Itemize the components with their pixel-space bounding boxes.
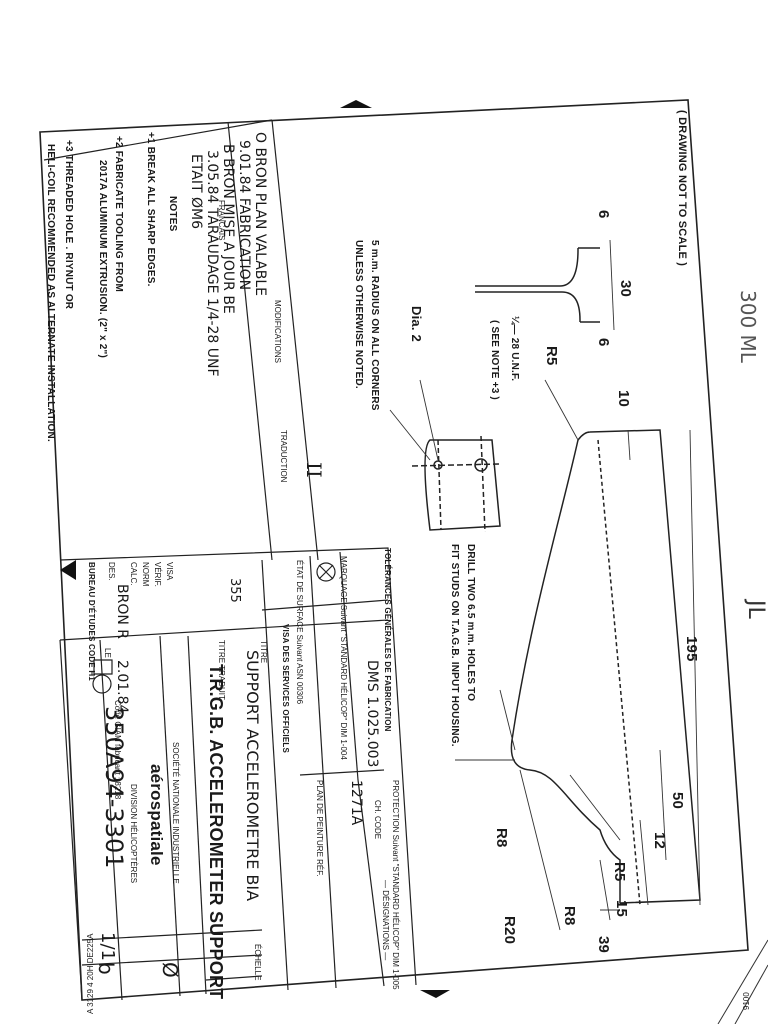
dimension-6-top: 6 xyxy=(595,210,612,219)
handwritten-mark: 355 xyxy=(227,578,242,603)
sheet-number: 1/1 xyxy=(97,932,118,961)
indice-value: b xyxy=(94,962,118,975)
dimension-15: 15 xyxy=(613,900,630,918)
des-label: DES. xyxy=(107,562,116,581)
scale-symbol: Ø xyxy=(158,962,182,978)
form-reference: A 3129 4 20H DE225A xyxy=(86,933,95,1014)
dimension-10: 10 xyxy=(615,390,632,408)
corner-stamp-box xyxy=(717,939,768,1024)
bureau-etudes: BUREAU D'ÉTUDES CODE H1 xyxy=(87,562,96,681)
company-logo xyxy=(92,562,336,694)
note-drill-line2: FIT STUDS ON T.A.G.B. INPUT HOUSING. xyxy=(449,544,460,747)
visa-services-label: VISA DES SERVICES OFFICIELS xyxy=(281,624,290,753)
ch-code-value: 1271A xyxy=(348,780,364,826)
etat-surface-label: ÉTAT DE SURFACE Suivant ASN 00306 xyxy=(295,560,304,705)
designations-label: — DÉSIGNATIONS — xyxy=(381,880,390,961)
radius-r5-bottom: R5 xyxy=(611,862,628,882)
protection-label: PROTECTION Suivant "STANDARD HÉLICOP" DI… xyxy=(391,780,400,990)
drawing-number: 350A94-3301 xyxy=(100,706,128,869)
dimension-195: 195 xyxy=(683,636,700,662)
note-see-note: ( SEE NOTE +3 ) xyxy=(489,320,500,400)
roman-numeral: II xyxy=(302,462,326,478)
radius-r5-top: R5 xyxy=(543,346,560,366)
registration-marks xyxy=(60,100,450,998)
revision-header-modifications: MODIFICATIONS xyxy=(273,300,282,363)
note-1: +1 BREAK ALL SHARP EDGES. xyxy=(145,132,156,287)
notes-title: NOTES xyxy=(167,196,178,232)
tolerances-ref: DMS 1.025.003 xyxy=(364,660,380,768)
norm-label: NORM xyxy=(141,562,150,587)
radius-r8-b: R8 xyxy=(561,906,578,926)
ch-code-label: CH. CODE xyxy=(373,800,382,840)
des-value: BRON R xyxy=(114,584,130,640)
revision-letter-1: O xyxy=(252,132,268,144)
revision-text-3: BRON MISE A JOUR BE xyxy=(220,158,236,314)
revision-text-1: BRON PLAN VALABLE xyxy=(252,147,268,297)
le-label: LE xyxy=(103,648,112,658)
side-mark-right: JL xyxy=(743,600,768,619)
note-2-line2: 2017A ALUMINUM EXTRUSION. (2" x 2") xyxy=(97,160,108,358)
dimension-30: 30 xyxy=(617,280,634,298)
company-subtitle: SOCIÉTÉ NATIONALE INDUSTRIELLE xyxy=(171,742,180,884)
revision-letter-3: B xyxy=(220,144,236,154)
marquage-label: MARQUAGE Suivant "STANDARD HÉLICOP" DIM … xyxy=(339,556,348,760)
visa-label: VISA xyxy=(165,562,174,581)
revision-text-2: 9.01.84 FABRICATION xyxy=(236,140,252,291)
drawing-frame xyxy=(39,99,749,1001)
title-english: T.R.G.B. ACCELEROMETER SUPPORT xyxy=(206,664,226,1000)
revision-row-5: ETAIT ØM6 xyxy=(188,154,204,229)
part-outline xyxy=(411,247,701,906)
calc-label: CALC. xyxy=(129,562,138,586)
revision-row-4: 3.05.84 TARAUDAGE 1/4-28 UNF xyxy=(204,150,220,377)
title-french: SUPPORT ACCELEROMETRE BIA xyxy=(243,650,262,902)
note-radius-line1: 5 m.m. RADIUS ON ALL CORNERS xyxy=(369,240,380,411)
plan-peinture-label: PLAN DE PEINTURE RÉF. xyxy=(315,780,324,877)
dimension-lines xyxy=(389,239,701,931)
division-label: DIVISION HÉLICOPTÈRES xyxy=(129,784,138,884)
dimension-6-bottom: 6 xyxy=(595,338,612,347)
company-name: aérospatiale xyxy=(147,764,166,866)
title-block-grid xyxy=(43,119,417,1001)
side-mark-top: 300 ML xyxy=(736,290,760,363)
dimension-50: 50 xyxy=(669,792,686,810)
revision-text-5: ETAIT ØM6 xyxy=(188,154,204,230)
radius-r8-a: R8 xyxy=(493,828,510,848)
revision-row-2: 9.01.84 FABRICATION xyxy=(236,140,252,290)
dimension-39: 39 xyxy=(595,936,612,954)
echelle-label: ÉCHELLE xyxy=(253,944,262,981)
dimension-12: 12 xyxy=(651,832,668,850)
verif-label: VÉRIF. xyxy=(153,562,162,587)
corner-stamp: 9100 xyxy=(742,992,751,1010)
note-radius-line2: UNLESS OTHERWISE NOTED. xyxy=(353,240,364,389)
revision-row-3: B BRON MISE A JOUR BE xyxy=(220,144,236,314)
note-2-line1: +2 FABRICATE TOOLING FROM xyxy=(113,136,124,293)
revision-row-1: O BRON PLAN VALABLE xyxy=(252,132,268,296)
radius-r20: R20 xyxy=(501,916,518,945)
note-dia-2: Dia. 2 xyxy=(409,306,424,342)
note-3-line1: +3 THREADED HOLE . RIYNUT OR xyxy=(63,140,74,310)
note-thread: ¼— 28 U.N.F. xyxy=(509,316,520,382)
tolerances-label: TOLÉRANCES GÉNÉRALES DE FABRICATION xyxy=(383,548,392,732)
drawing-scale-note: ( DRAWING NOT TO SCALE ) xyxy=(676,110,688,267)
note-3-line2: HELI-COIL RECOMMENDED AS ALTERNATE INSTA… xyxy=(45,144,56,442)
revision-header-traduction: TRADUCTION xyxy=(279,430,288,483)
note-drill-line1: DRILL TWO 6.5 m.m. HOLES TO xyxy=(465,544,476,702)
revision-text-4: 3.05.84 TARAUDAGE 1/4-28 UNF xyxy=(204,150,220,377)
